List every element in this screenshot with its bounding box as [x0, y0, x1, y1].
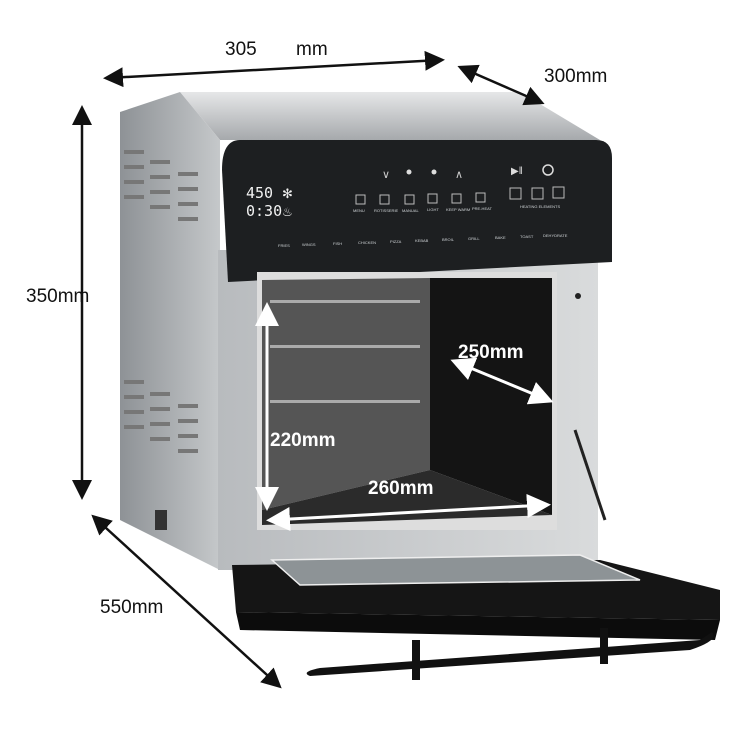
width-unit: mm — [296, 39, 328, 60]
cavity-depth-label: 250mm — [458, 342, 524, 363]
preset-pizza[interactable]: PIZZA — [390, 239, 402, 244]
oven-foot — [155, 510, 167, 530]
oven-door-open — [232, 429, 720, 680]
start-pause-button[interactable]: ▶‖ — [511, 166, 523, 177]
light-label: LIGHT — [427, 207, 439, 212]
pre-heat-label: PRE-HEAT — [472, 206, 492, 211]
up-arrow-button[interactable]: ∧ — [455, 169, 463, 181]
flame-icon: ♨ — [282, 205, 293, 219]
control-panel: 450 0:30 ✻ ♨ ∨ ∧ ▶‖ MENU ROTISSERIE MANU… — [222, 140, 612, 282]
light-button[interactable] — [427, 193, 438, 204]
power-button[interactable] — [542, 164, 554, 176]
time-display: 0:30 — [246, 202, 282, 220]
door-handle[interactable] — [306, 632, 714, 676]
door-hinge-arm — [573, 429, 607, 521]
cavity-width-label: 260mm — [368, 478, 434, 499]
menu-button[interactable] — [355, 194, 366, 205]
heating-elements-label: HEATING ELEMENTS — [520, 204, 560, 209]
rotisserie-label: ROTISSERIE — [374, 208, 399, 213]
both-elements-button[interactable] — [552, 186, 565, 199]
preset-fish[interactable]: FISH — [333, 241, 342, 246]
door-latch — [575, 293, 581, 299]
preset-wings[interactable]: WINGS — [302, 242, 316, 247]
cavity-depth-arrow — [450, 357, 554, 405]
manual-label: MANUAL — [402, 208, 419, 213]
side-vents — [124, 150, 198, 453]
depth-label: 300mm — [544, 66, 607, 87]
door-glass — [270, 554, 641, 586]
temperature-display: 450 — [246, 184, 273, 202]
menu-label: MENU — [353, 208, 365, 213]
manual-button[interactable] — [404, 194, 415, 205]
cavity-width-arrow — [266, 494, 551, 531]
down-arrow-button[interactable]: ∨ — [382, 169, 390, 181]
height-label: 350mm — [26, 286, 89, 307]
width-value: 305 — [225, 39, 257, 60]
cavity-height-label: 220mm — [270, 430, 336, 451]
keep-warm-button[interactable] — [451, 193, 462, 204]
oven-rack — [270, 400, 420, 403]
preset-chicken[interactable]: CHICKEN — [358, 240, 376, 245]
preset-grill[interactable]: GRILL — [468, 236, 480, 241]
depth-arrow — [457, 64, 545, 106]
width-arrow — [103, 50, 445, 88]
heating-elements: HEATING ELEMENTS — [509, 186, 565, 209]
bottom-element-button[interactable] — [531, 187, 544, 200]
preset-broil[interactable]: BROIL — [442, 237, 455, 242]
oven-rack — [270, 300, 420, 303]
preset-toast[interactable]: TOAST — [520, 234, 534, 239]
fan-icon: ✻ — [282, 186, 293, 201]
open-depth-label: 550mm — [100, 597, 163, 618]
plus-button[interactable] — [431, 169, 437, 175]
preset-dehydrate[interactable]: DEHYDRATE — [543, 233, 568, 238]
oven-rack — [270, 345, 420, 348]
keep-warm-label: KEEP WARM — [446, 207, 470, 212]
preset-kebab[interactable]: KEBAB — [415, 238, 429, 243]
minus-button[interactable] — [406, 169, 412, 175]
dimension-annotations: 305 mm 300mm 350mm 550mm 220mm 260mm 250… — [26, 39, 607, 689]
open-depth-arrow — [91, 514, 282, 689]
pre-heat-button[interactable] — [475, 192, 486, 203]
preset-buttons: FRIES WINGS FISH CHICKEN PIZZA KEBAB BRO… — [278, 233, 568, 248]
preset-fries[interactable]: FRIES — [278, 243, 290, 248]
rotisserie-button[interactable] — [379, 194, 390, 205]
function-buttons: MENU ROTISSERIE MANUAL LIGHT KEEP WARM P… — [353, 192, 492, 213]
preset-bake[interactable]: BAKE — [495, 235, 506, 240]
top-element-button[interactable] — [509, 187, 522, 200]
